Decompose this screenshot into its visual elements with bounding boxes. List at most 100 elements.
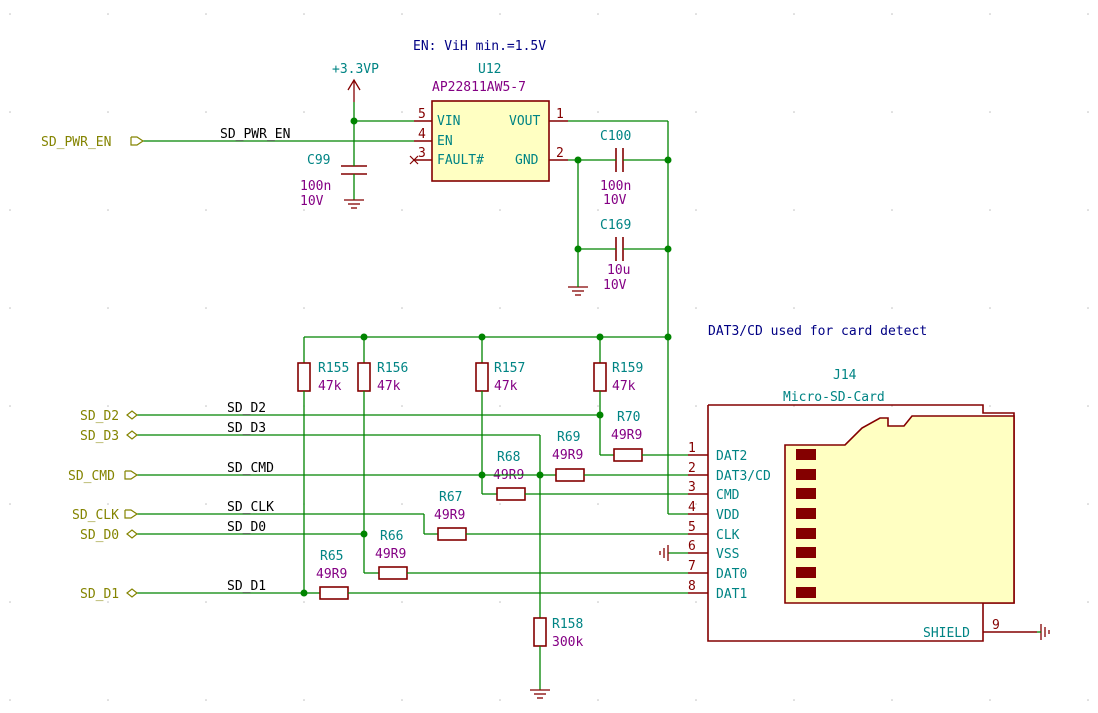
grid-dot <box>303 601 305 603</box>
regulator-u12: U12 AP22811AW5-7 5 4 3 1 2 VIN EN FAULT#… <box>414 62 568 182</box>
c99-value: 100n <box>300 179 331 194</box>
grid-dot <box>303 13 305 15</box>
net-sd-d2: SD_D2 <box>227 401 266 416</box>
grid-dot <box>401 699 403 701</box>
j14-pin2-num: 2 <box>688 461 696 476</box>
grid-dot <box>9 405 11 407</box>
port-sd-d2: SD_D2 <box>80 409 119 424</box>
u12-pin-vin: VIN <box>437 114 460 129</box>
grid-dot <box>303 699 305 701</box>
j14-pin4-num: 4 <box>688 500 696 515</box>
port-sd-d0: SD_D0 <box>80 528 119 543</box>
grid-dot <box>205 307 207 309</box>
grid-dot <box>891 111 893 113</box>
resistor-r67: R67 49R9 <box>424 490 688 541</box>
r159-value: 47k <box>612 379 636 394</box>
port-sd-pwr-en: SD_PWR_EN <box>41 135 111 150</box>
j14-pin-dat1: DAT1 <box>716 587 747 602</box>
grid-dot <box>597 601 599 603</box>
j14-ref: J14 <box>833 368 857 383</box>
grid-dot <box>891 209 893 211</box>
r67-ref: R67 <box>439 490 462 505</box>
u12-pin4-num: 4 <box>418 127 426 142</box>
r158-value: 300k <box>552 635 583 650</box>
grid-dot <box>597 111 599 113</box>
grid-dot <box>107 209 109 211</box>
port-sd-cmd: SD_CMD <box>68 469 115 484</box>
c99-voltage: 10V <box>300 194 324 209</box>
no-connect-marker <box>409 155 419 165</box>
grid-dot <box>205 405 207 407</box>
grid-dot <box>597 503 599 505</box>
grid-dot <box>9 699 11 701</box>
net-sd-cmd: SD_CMD <box>227 461 274 476</box>
grid-dot <box>205 13 207 15</box>
grid-dot <box>597 13 599 15</box>
grid-dot <box>1087 405 1089 407</box>
grid-dot <box>499 307 501 309</box>
capacitor-c169: C169 10u 10V <box>600 218 631 293</box>
j14-pin-clk: CLK <box>716 528 740 543</box>
u12-ref: U12 <box>478 62 501 77</box>
grid-dot <box>303 307 305 309</box>
j14-pin-cmd: CMD <box>716 488 740 503</box>
u12-value: AP22811AW5-7 <box>432 80 526 95</box>
r157-ref: R157 <box>494 361 525 376</box>
resistor-r159: R159 47k <box>593 337 643 455</box>
grid-dot <box>695 13 697 15</box>
grid-dot <box>9 307 11 309</box>
grid-dot <box>9 209 11 211</box>
r69-value: 49R9 <box>552 448 583 463</box>
r70-ref: R70 <box>617 410 640 425</box>
grid-dot <box>205 111 207 113</box>
grid-dot <box>401 601 403 603</box>
capacitor-c99: C99 100n 10V <box>300 153 367 209</box>
grid-dot <box>499 13 501 15</box>
j14-pin3-num: 3 <box>688 480 696 495</box>
grid-dot <box>793 209 795 211</box>
hier-ports: SD_PWR_EN SD_D2 SD_D3 SD_CMD SD_CLK SD_D… <box>41 135 145 602</box>
r66-value: 49R9 <box>375 547 406 562</box>
capacitor-c100: C100 100n 10V <box>600 129 631 208</box>
r159-ref: R159 <box>612 361 643 376</box>
grid-dot <box>793 307 795 309</box>
resistor-r155: R155 47k <box>297 337 349 593</box>
grid-dot <box>597 699 599 701</box>
resistor-r158: R158 300k <box>530 475 583 699</box>
grid-dot <box>401 13 403 15</box>
u12-pin-vout: VOUT <box>509 114 540 129</box>
grid-dot <box>205 699 207 701</box>
grid-dot <box>107 307 109 309</box>
grid-dot <box>499 699 501 701</box>
note-en-threshold: EN: ViH min.=1.5V <box>413 39 546 54</box>
grid-dot <box>499 601 501 603</box>
grid-dot <box>793 13 795 15</box>
j14-pin8-num: 8 <box>688 579 696 594</box>
grid-dot <box>695 307 697 309</box>
c169-value: 10u <box>607 263 630 278</box>
c100-voltage: 10V <box>603 193 627 208</box>
grid-dot <box>891 699 893 701</box>
grid-dot <box>695 503 697 505</box>
grid-dot <box>205 209 207 211</box>
grid-dot <box>107 405 109 407</box>
grid-dot <box>695 209 697 211</box>
grid-dot <box>401 503 403 505</box>
grid-dot <box>9 601 11 603</box>
grid-dot <box>793 699 795 701</box>
net-sd-d1: SD_D1 <box>227 579 266 594</box>
j14-pin-shield: SHIELD <box>923 626 970 641</box>
c100-value: 100n <box>600 179 631 194</box>
grid-dot <box>989 405 991 407</box>
j14-pin9-num: 9 <box>992 618 1000 633</box>
r65-value: 49R9 <box>316 567 347 582</box>
u12-pin5-num: 5 <box>418 107 426 122</box>
grid-dot <box>989 699 991 701</box>
c100-ref: C100 <box>600 129 631 144</box>
grid-dot <box>401 405 403 407</box>
grid-dot <box>1087 307 1089 309</box>
grid-dot <box>1087 111 1089 113</box>
net-sd-d3: SD_D3 <box>227 421 266 436</box>
u12-pin-fault: FAULT# <box>437 153 484 168</box>
grid-dot <box>891 13 893 15</box>
